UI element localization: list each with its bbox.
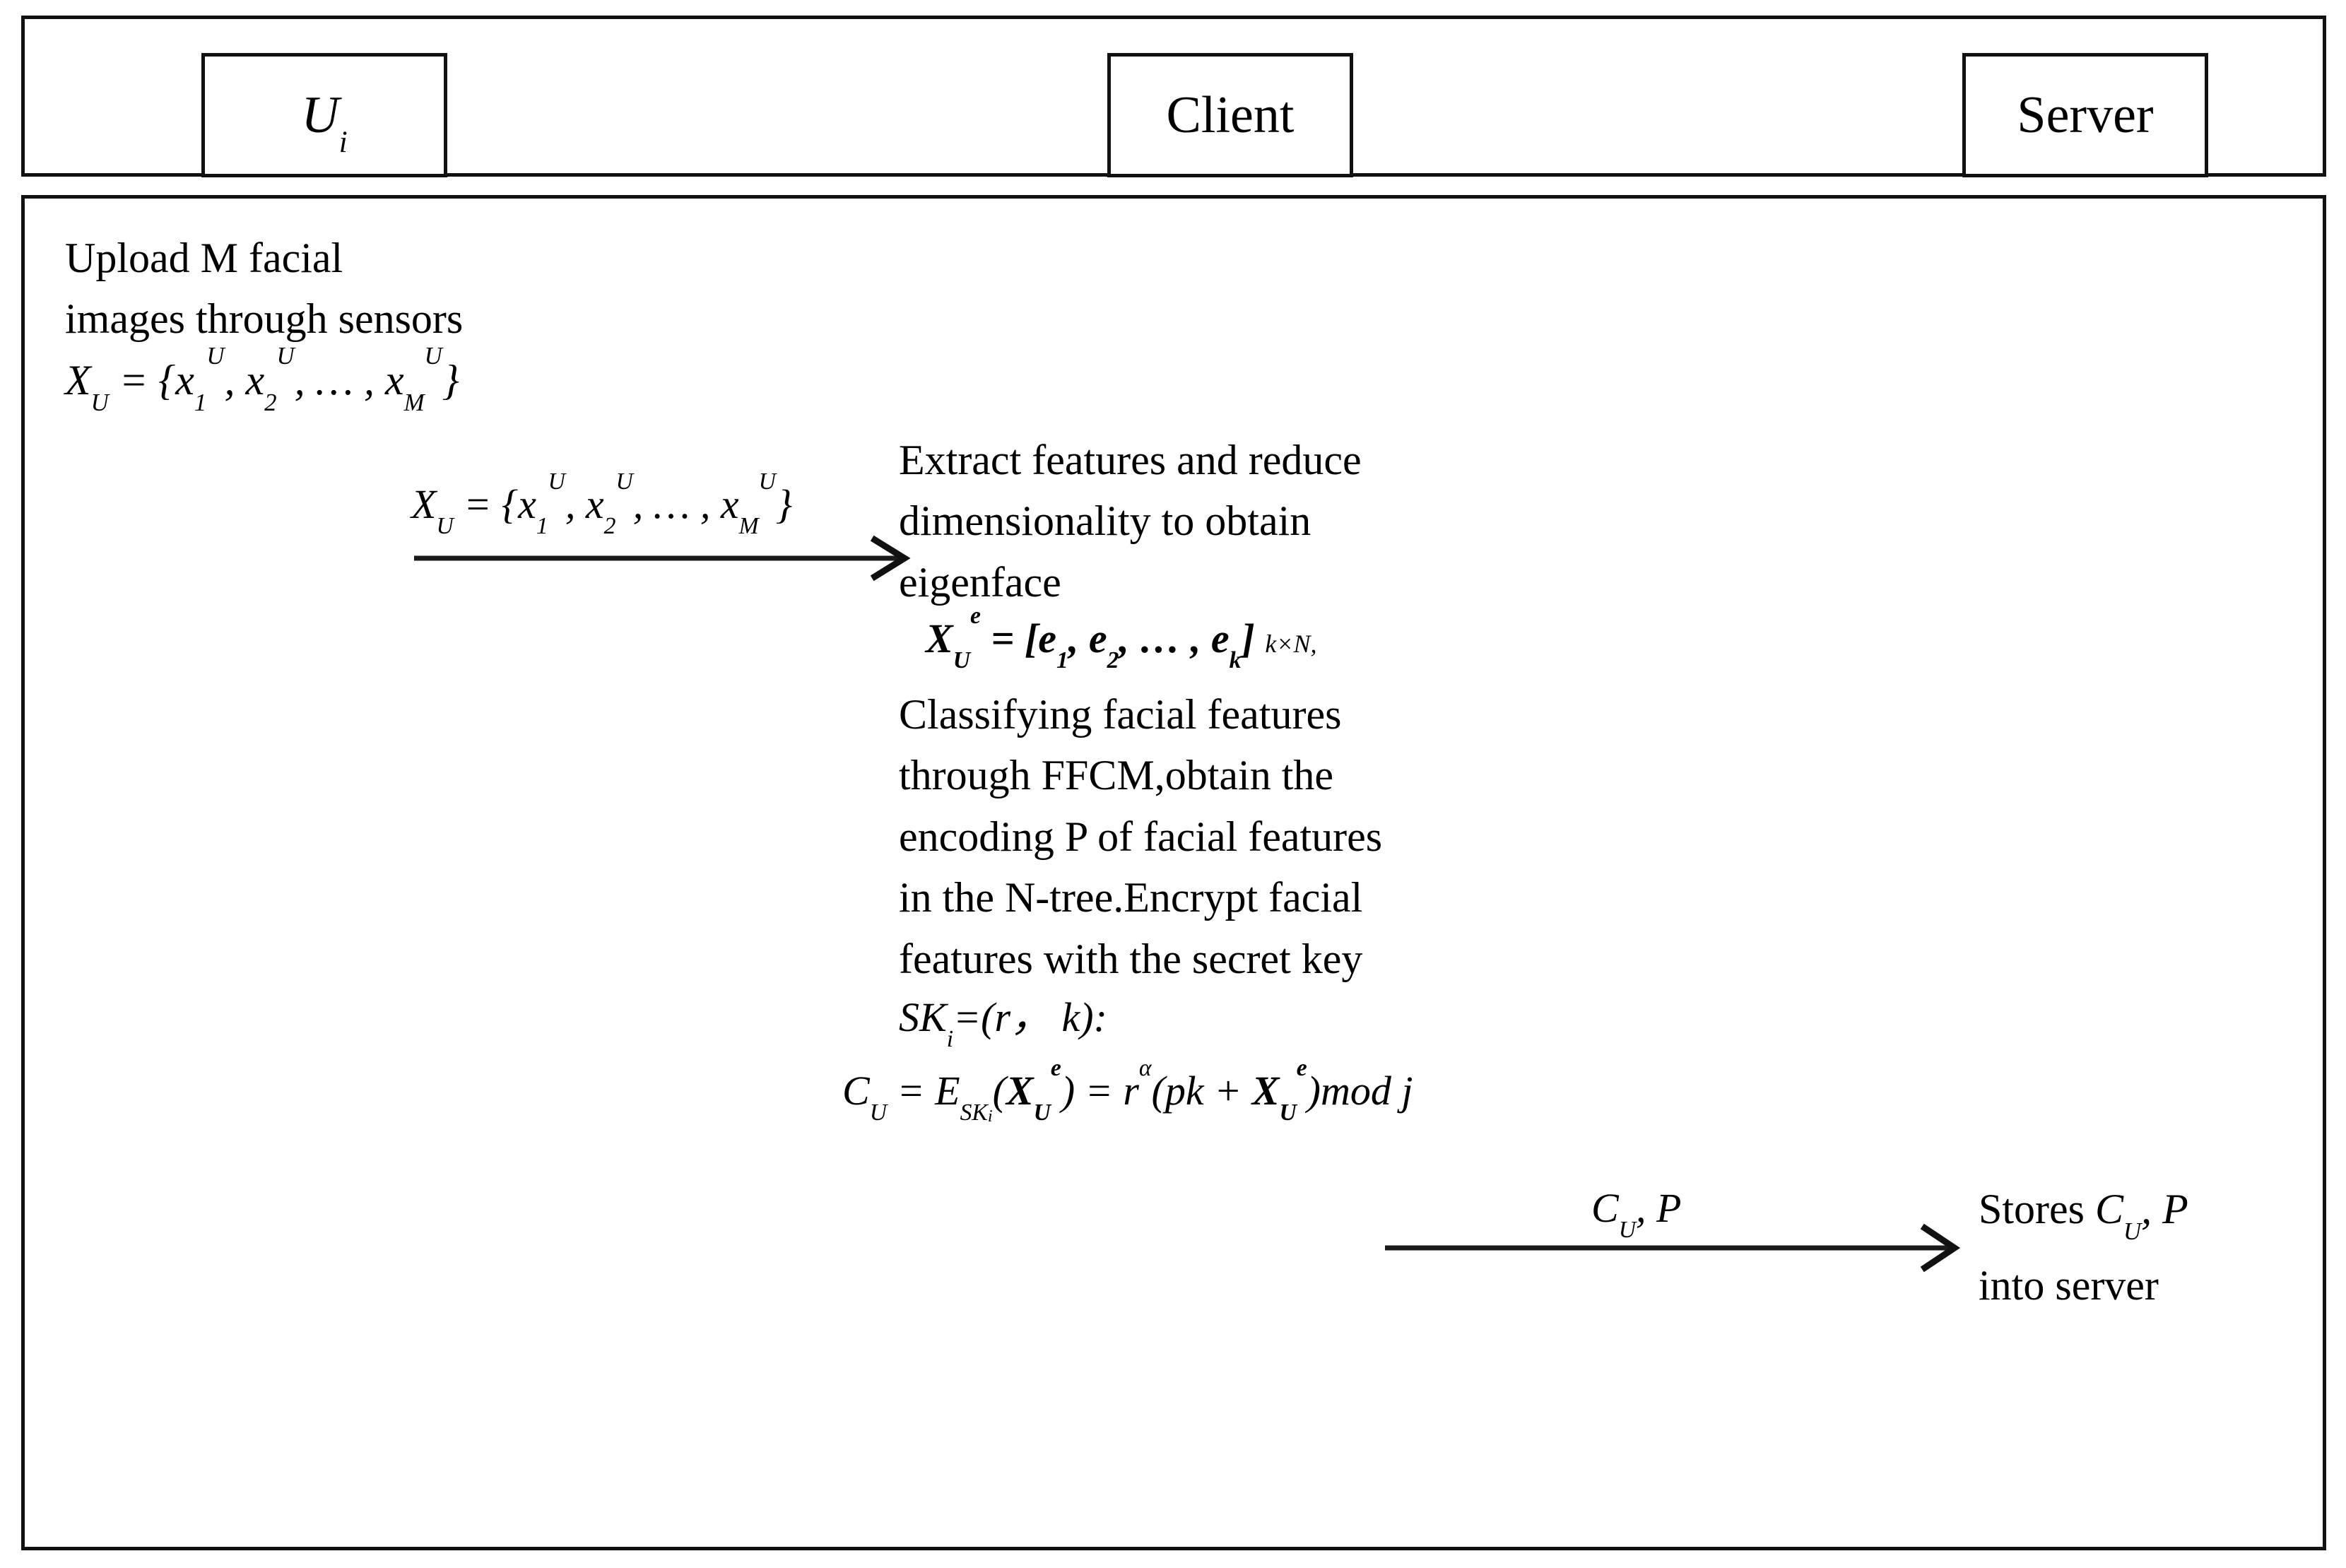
actor-label-user: Ui [301, 86, 348, 159]
diagram-body-frame [21, 195, 2326, 1550]
note-classify-line-2: through FFCM,obtain the [899, 752, 1334, 799]
message-arrow-upload [414, 535, 911, 582]
actor-header-frame: Ui Client Server [21, 16, 2326, 177]
actor-box-server[interactable]: Server [1962, 53, 2208, 177]
note-classify-line-3: encoding P of facial features [899, 813, 1383, 860]
formula-ciphertext: CU = ESKi(XUe) = rα(pk + XUe)mod j [842, 1054, 1413, 1126]
note-classify-and-encrypt: Classifying facial features through FFCM… [899, 684, 1382, 989]
note-extract-line-1: Extract features and reduce [899, 437, 1362, 483]
message-label-store: CU, P [1591, 1185, 1682, 1243]
note-upload-formula: XU = {x1U, x2U, … , xMU} [65, 342, 459, 416]
note-classify-line-1: Classifying facial features [899, 691, 1342, 738]
note-upload-line-1: Upload M facial [65, 235, 343, 281]
note-stores-into-server: Stores CU, P into server [1979, 1179, 2188, 1316]
note-stores-line-2: into server [1979, 1262, 2159, 1309]
formula-eigenface-dims: k×N, [1265, 630, 1317, 658]
actor-label-client: Client [1166, 86, 1295, 144]
message-label-upload: XU = {x1U, x2U, … , xMU} [411, 468, 793, 539]
actor-box-user[interactable]: Ui [201, 53, 447, 177]
formula-secret-key: SKi=(r， k): [899, 994, 1107, 1052]
note-extract-features: Extract features and reduce dimensionali… [899, 430, 1362, 613]
formula-eigenface-matrix: XUe = [e1, e2, … , ek] k×N, [926, 602, 1317, 673]
actor-box-client[interactable]: Client [1107, 53, 1353, 177]
note-extract-line-3: eigenface [899, 558, 1061, 606]
note-stores-line-1: Stores CU, P [1979, 1186, 2188, 1245]
message-arrow-store [1385, 1223, 1961, 1273]
note-classify-line-4: in the N-tree.Encrypt facial [899, 874, 1363, 921]
note-upload-facial-images: Upload M facial images through sensors X… [65, 228, 464, 416]
note-upload-line-2: images through sensors [65, 295, 464, 343]
note-extract-line-2: dimensionality to obtain [899, 497, 1311, 545]
actor-label-server: Server [2017, 86, 2154, 144]
note-classify-line-5: features with the secret key [899, 935, 1363, 982]
